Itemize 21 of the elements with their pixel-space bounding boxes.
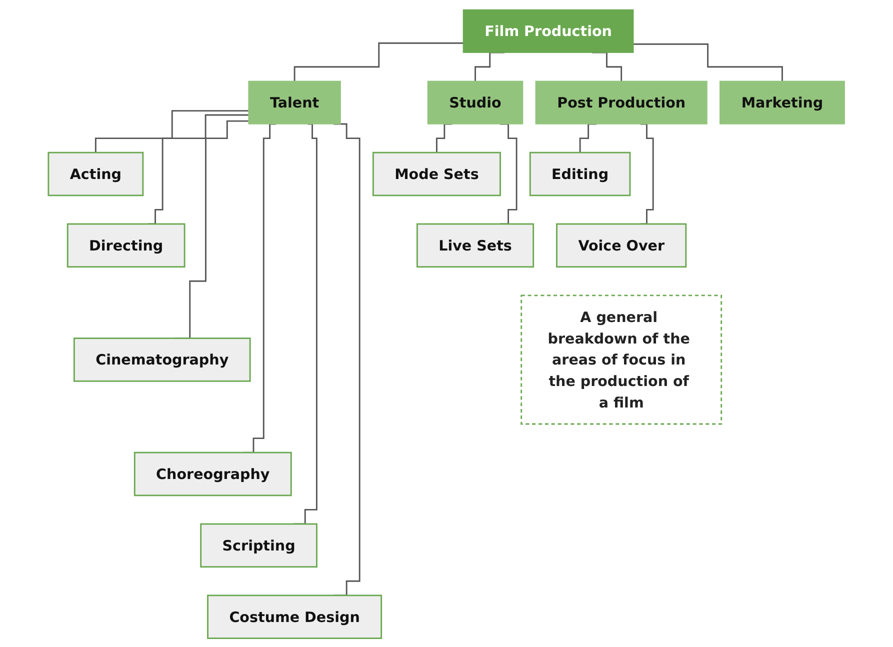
node-box: Scripting: [200, 522, 318, 568]
connector: [474, 51, 504, 82]
node-box: Studio: [427, 80, 524, 124]
node-box: Film Production: [462, 8, 634, 52]
node-box: Post Production: [535, 80, 708, 124]
node-box: A general breakdown of the areas of focus in the production of a film: [520, 294, 722, 424]
connector: [294, 42, 464, 82]
node-box: Marketing: [720, 80, 845, 124]
node-box: Directing: [66, 222, 186, 268]
connector: [592, 51, 622, 82]
node-box: Choreography: [134, 451, 292, 496]
connector: [94, 110, 249, 153]
node-box: Mode Sets: [372, 151, 501, 196]
node-box: Voice Over: [556, 222, 687, 268]
node-box: Cinematography: [73, 337, 251, 382]
node-box: Editing: [529, 151, 631, 196]
node-box: Costume Design: [207, 594, 382, 638]
connector: [633, 42, 783, 82]
node-box: Talent: [248, 80, 341, 124]
node-box: Acting: [48, 151, 144, 196]
node-box: Live Sets: [416, 222, 534, 268]
